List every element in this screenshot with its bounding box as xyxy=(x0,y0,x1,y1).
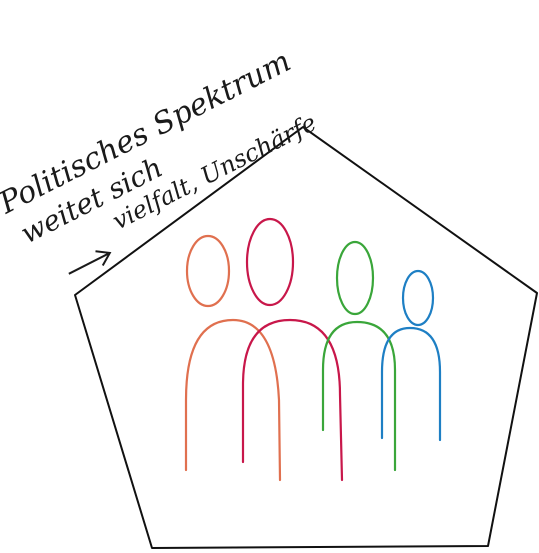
orange-person-body xyxy=(186,320,280,480)
figures-group xyxy=(186,219,440,480)
green-person-body xyxy=(323,322,395,470)
orange-person-head xyxy=(187,236,229,306)
crimson-person-head xyxy=(247,219,293,305)
blue-person-head xyxy=(403,271,433,325)
green-person-head xyxy=(337,242,373,314)
right-arrow-icon xyxy=(65,246,113,281)
